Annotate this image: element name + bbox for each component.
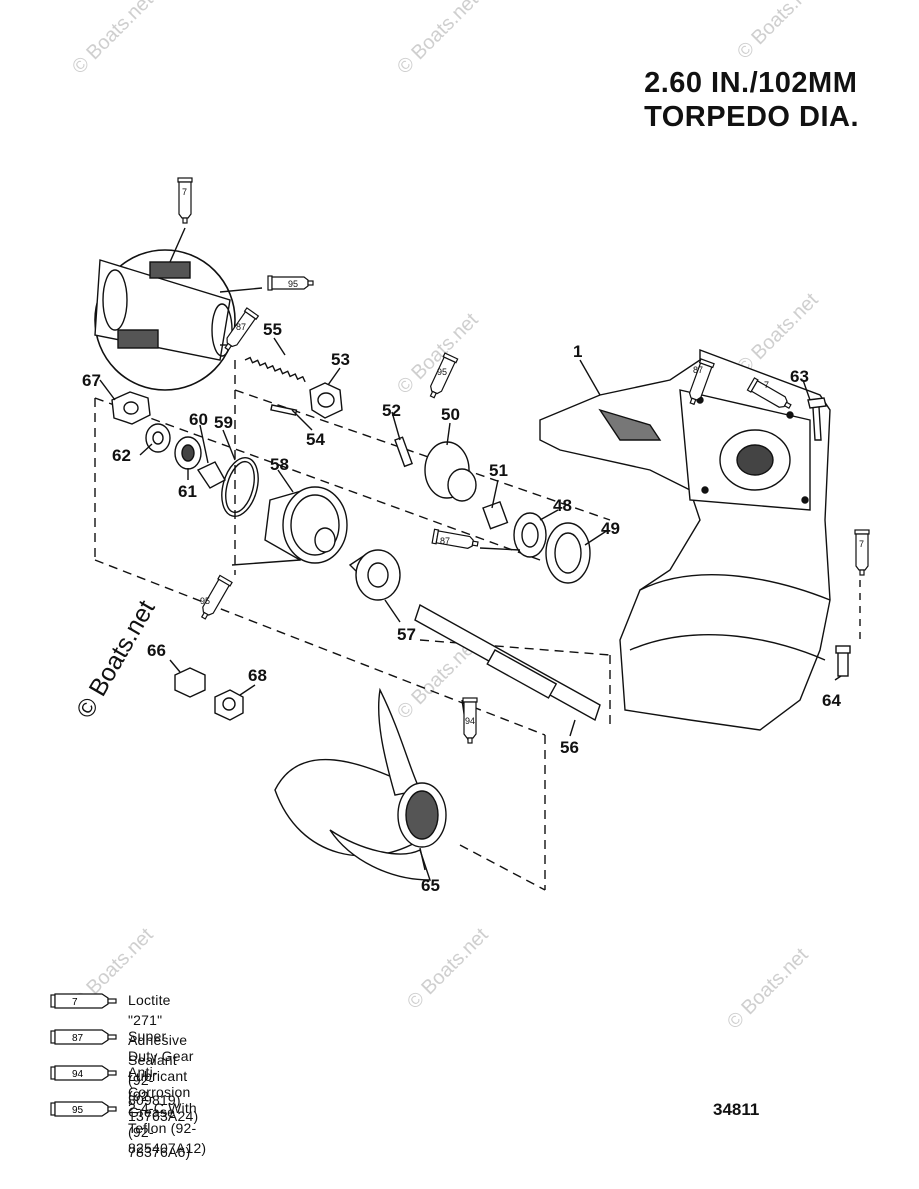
tube-label: 87: [236, 322, 246, 332]
tube-label: 95: [200, 596, 210, 606]
document-number: 34811: [713, 1100, 760, 1119]
legend-text: Loctite "271" Adhesive Sealant (92-80981…: [128, 992, 188, 1108]
watermark: © Boats.net: [723, 944, 813, 1034]
tube-icon: 87: [50, 1029, 117, 1045]
tube-icon: 94: [50, 1065, 117, 1081]
tube-95-mid: 95: [425, 352, 459, 401]
callout-61: 61: [178, 482, 197, 501]
tube-icon: 7: [50, 993, 117, 1009]
tube-7-top: 7: [177, 177, 193, 224]
svg-text:94: 94: [72, 1069, 84, 1080]
title-line-1: 2.60 IN./102MM: [644, 67, 858, 99]
tube-label: 87: [693, 365, 703, 375]
tube-label: 95: [288, 279, 298, 289]
callout-51: 51: [489, 461, 508, 480]
callout-54: 54: [306, 430, 325, 449]
callout-48: 48: [553, 496, 572, 515]
callout-68: 68: [248, 666, 267, 685]
tube-67-label: 87: [220, 307, 259, 354]
watermark: © Boats.net: [393, 0, 483, 79]
watermark: © Boats.net: [733, 0, 823, 64]
callout-59: 59: [214, 413, 233, 432]
svg-text:7: 7: [72, 997, 78, 1008]
callout-56: 56: [560, 738, 579, 757]
svg-text:87: 87: [72, 1033, 84, 1044]
callout-62: 62: [112, 446, 131, 465]
callout-63: 63: [790, 367, 809, 386]
callout-58: 58: [270, 455, 289, 474]
callout-67: 67: [82, 371, 101, 390]
diagram-title: 2.60 IN./102MM TORPEDO DIA.: [644, 66, 859, 134]
tube-7-housing: 7: [746, 377, 795, 414]
tube-label: 94: [465, 716, 475, 726]
callout-55: 55: [263, 320, 282, 339]
watermark: © Boats.net: [403, 924, 493, 1014]
svg-text:95: 95: [72, 1105, 84, 1116]
callout-66: 66: [147, 641, 166, 660]
callout-60: 60: [189, 410, 208, 429]
tube-label: 7: [182, 187, 187, 197]
callout-52: 52: [382, 401, 401, 420]
callout-57: 57: [397, 625, 416, 644]
tube-label: 87: [440, 536, 450, 546]
tube-87-housing: 87: [684, 358, 715, 407]
callout-65: 65: [421, 876, 440, 895]
tube-label: 7: [859, 539, 864, 549]
title-line-2: TORPEDO DIA.: [644, 101, 859, 133]
callout-49: 49: [601, 519, 620, 538]
tube-87-center: 87: [431, 528, 480, 552]
tube-label: 7: [764, 380, 769, 390]
callout-50: 50: [441, 405, 460, 424]
legend-text: Anti-Corrosion Grease (92-78376A6): [128, 1064, 191, 1160]
watermark: © Boats.net: [733, 289, 823, 379]
callout-53: 53: [331, 350, 350, 369]
watermark: © Boats.net: [68, 0, 158, 79]
tube-94-shaft: 94: [462, 697, 478, 744]
callout-1: 1: [573, 342, 582, 361]
tube-95-inset: 95: [267, 275, 314, 291]
tube-label: 95: [437, 367, 447, 377]
tube-95-left: 95: [196, 574, 233, 623]
legend-text: 2-4-C With Teflon (92-825407A12): [128, 1100, 207, 1156]
callouts: 1 63 64 55 53 54 52 50 51 48 49 58 59 60…: [82, 320, 841, 895]
legend-text: Super Duty Gear Lubricant (92-13763A24): [128, 1028, 199, 1124]
tube-7-right: 7: [854, 529, 870, 576]
tube-icon: 95: [50, 1101, 117, 1117]
callout-64: 64: [822, 691, 841, 710]
